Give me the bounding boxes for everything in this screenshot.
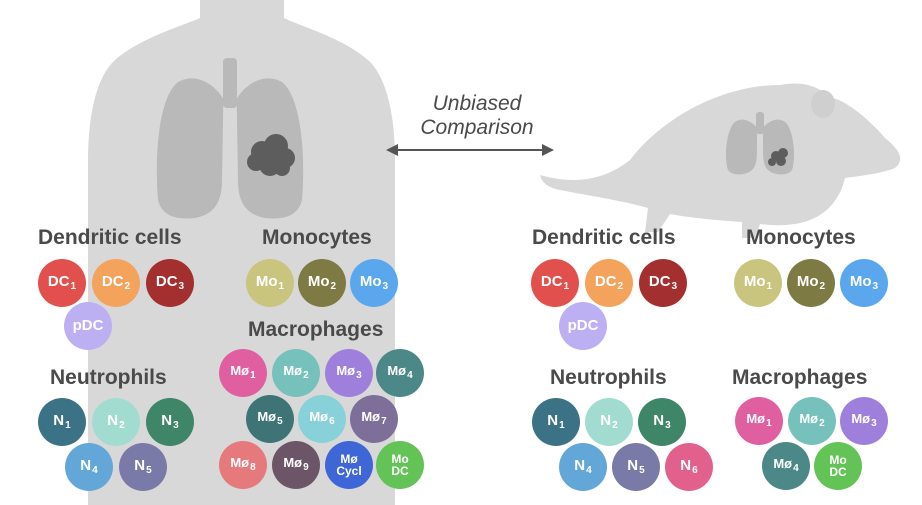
- human-mac1-cell: Mø1: [219, 349, 267, 397]
- human-mac3-cell: Mø3: [325, 349, 373, 397]
- human-mac2-cell: Mø2: [272, 349, 320, 397]
- human-mo3-cell: Mo3: [350, 259, 398, 307]
- mouse-n5-cell: N5: [612, 443, 660, 491]
- mouse-dendritic-title: Dendritic cells: [532, 226, 676, 249]
- human-n3-cell: N3: [146, 398, 194, 446]
- human-dc3-cell: DC3: [146, 259, 194, 307]
- mouse-mac1-cell: Mø1: [735, 397, 783, 445]
- human-mac5-cell: Mø5: [246, 395, 294, 443]
- mouse-tumor: [768, 148, 788, 166]
- comparison-line-1: Unbiased: [432, 92, 522, 115]
- mouse-mo1-cell: Mo1: [734, 259, 782, 307]
- mouse-n2-cell: N2: [585, 398, 633, 446]
- human-mac9-cell: Mø9: [272, 441, 320, 489]
- mouse-mac4-cell: Mø4: [762, 442, 810, 490]
- human-neutrophils-title: Neutrophils: [50, 366, 167, 389]
- mouse-mo2-cell: Mo2: [787, 259, 835, 307]
- human-mac8-cell: Mø8: [219, 441, 267, 489]
- human-monocytes-title: Monocytes: [262, 226, 372, 249]
- comparison-line-2: Comparison: [420, 116, 534, 140]
- comparison-label: Unbiased Comparison: [382, 92, 572, 140]
- human-dc1-cell: DC1: [38, 259, 86, 307]
- human-mac6-cell: Mø6: [298, 395, 346, 443]
- mouse-dc3-cell: DC3: [639, 259, 687, 307]
- mouse-dc2-cell: DC2: [585, 259, 633, 307]
- human-n1-cell: N1: [38, 398, 86, 446]
- human-tumor: [247, 134, 295, 176]
- human-n4-cell: N4: [65, 443, 113, 491]
- mouse-monocytes-title: Monocytes: [746, 226, 856, 249]
- mouse-n4-cell: N4: [559, 443, 607, 491]
- mouse-dc1-cell: DC1: [531, 259, 579, 307]
- human-macrophages-title: Macrophages: [248, 318, 384, 341]
- mouse-n1-cell: N1: [532, 398, 580, 446]
- human-dc2-cell: DC2: [92, 259, 140, 307]
- mouse-ear: [811, 90, 835, 118]
- mouse-pdc-cell: pDC: [559, 302, 607, 350]
- mouse-n3-cell: N3: [638, 398, 686, 446]
- mouse-mac3-cell: Mø3: [840, 397, 888, 445]
- human-dendritic-title: Dendritic cells: [38, 226, 182, 249]
- mouse-neutrophils-title: Neutrophils: [550, 366, 667, 389]
- human-mo2-cell: Mo2: [298, 259, 346, 307]
- human-n2-cell: N2: [92, 398, 140, 446]
- human-pdc-cell: pDC: [64, 302, 112, 350]
- human-mac7-cell: Mø7: [350, 395, 398, 443]
- mouse-silhouette: [540, 83, 901, 238]
- mouse-macrophages-title: Macrophages: [732, 366, 868, 389]
- mouse-mac2-cell: Mø2: [788, 397, 836, 445]
- comparison-arrow: [386, 144, 554, 156]
- human-mac4-cell: Mø4: [376, 349, 424, 397]
- human-n5-cell: N5: [119, 443, 167, 491]
- mouse-n6-cell: N6: [665, 443, 713, 491]
- mouse-mo3-cell: Mo3: [840, 259, 888, 307]
- human-mo1-cell: Mo1: [246, 259, 294, 307]
